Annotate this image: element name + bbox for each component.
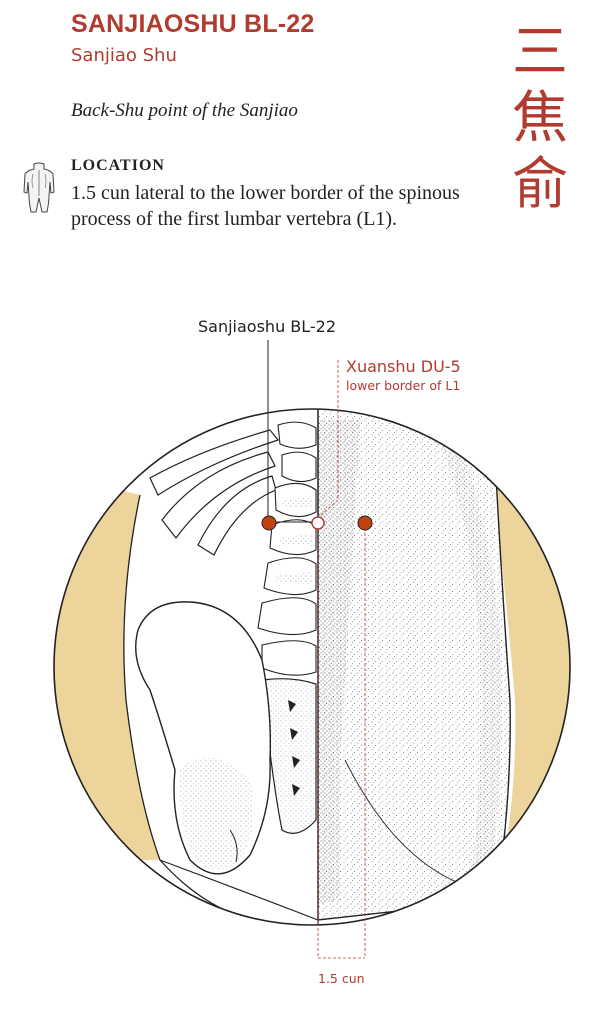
bl22-point-right: [357, 515, 373, 531]
chinese-char-2: 焦: [512, 86, 568, 151]
du5-sublabel: lower border of L1: [346, 378, 461, 393]
chinese-char-1: 三: [512, 20, 568, 85]
chinese-char-3: 俞: [512, 152, 568, 217]
back-torso-icon: [23, 162, 55, 213]
location-heading: LOCATION: [71, 157, 165, 174]
point-pinyin: Sanjiao Shu: [71, 45, 177, 66]
bl22-point-left: [261, 515, 277, 531]
measure-label: 1.5 cun: [318, 971, 365, 986]
du5-label: Xuanshu DU-5: [346, 357, 461, 376]
du5-point: [311, 516, 325, 530]
point-role: Back-Shu point of the Sanjiao: [71, 100, 298, 121]
du5-leader: [319, 360, 339, 517]
bl22-label: Sanjiaoshu BL-22: [198, 317, 337, 336]
page-title: SANJIAOSHU BL-22: [71, 10, 315, 38]
location-text: 1.5 cun lateral to the lower border of t…: [71, 182, 460, 230]
chinese-name: 三 焦 俞: [508, 20, 572, 218]
